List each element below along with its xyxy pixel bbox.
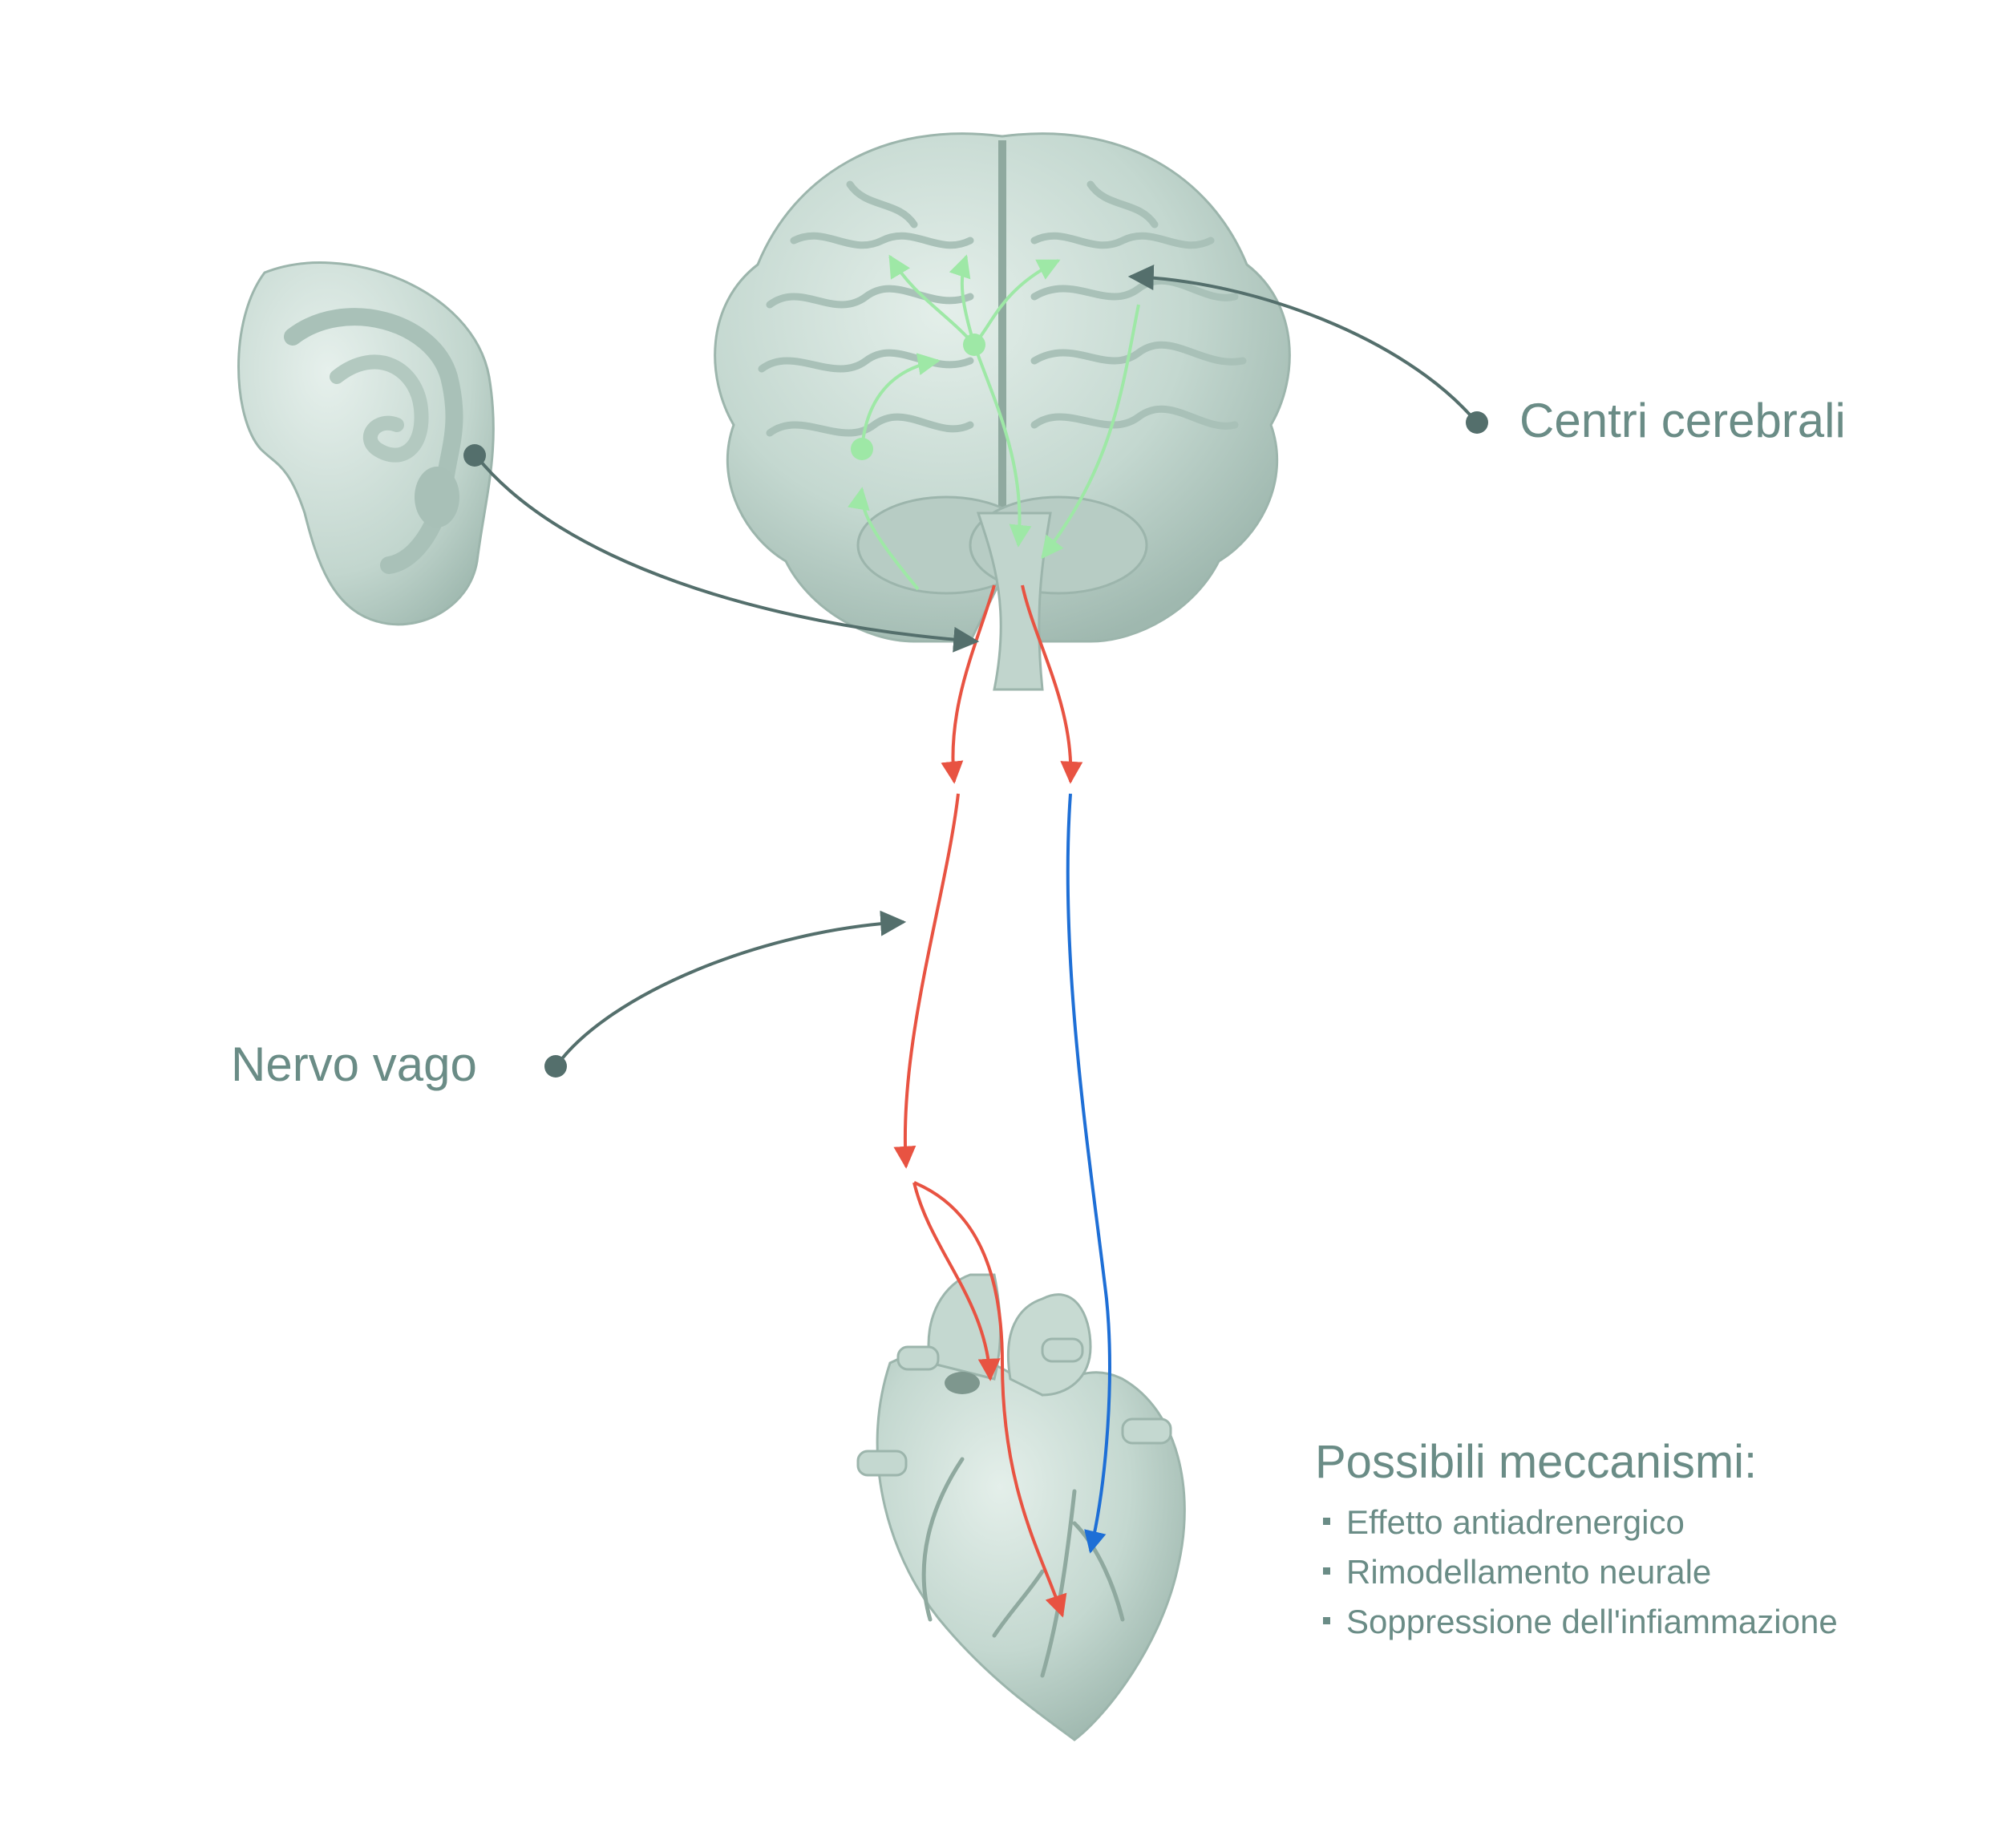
mechanisms-title: Possibili meccanismi:	[1315, 1436, 1758, 1488]
mechanisms-list: Effetto antiadrenergico Rimodellamento n…	[1323, 1498, 1838, 1647]
mechanism-item: Effetto antiadrenergico	[1323, 1498, 1838, 1547]
mechanism-item: Soppressione dell'infiammazione	[1323, 1597, 1838, 1647]
pointer-dot-brain-centers	[1466, 411, 1488, 434]
pointer-vagus-nerve	[556, 910, 907, 1066]
mechanism-item: Rimodellamento neurale	[1323, 1547, 1838, 1597]
afferent-node	[963, 334, 985, 356]
blue-pathway	[1066, 793, 1111, 1554]
pointer-lines	[475, 264, 1477, 1066]
bullet-icon	[1323, 1617, 1330, 1625]
heart-illustration	[856, 1273, 1186, 1741]
brain-illustration	[714, 132, 1291, 691]
pointer-ear-to-brainstem	[475, 455, 980, 653]
pointer-brain-centers	[1127, 264, 1477, 423]
efferent-pathways	[893, 584, 1083, 1618]
pointer-dot-vagus-nerve	[544, 1055, 567, 1078]
ear-illustration	[237, 261, 495, 626]
bullet-icon	[1323, 1518, 1330, 1526]
bullet-icon	[1323, 1567, 1330, 1575]
pointer-dot-ear	[463, 444, 486, 467]
label-brain-centers: Centri cerebrali	[1519, 394, 1846, 447]
afferent-node	[851, 438, 873, 460]
label-vagus-nerve: Nervo vago	[231, 1037, 477, 1091]
